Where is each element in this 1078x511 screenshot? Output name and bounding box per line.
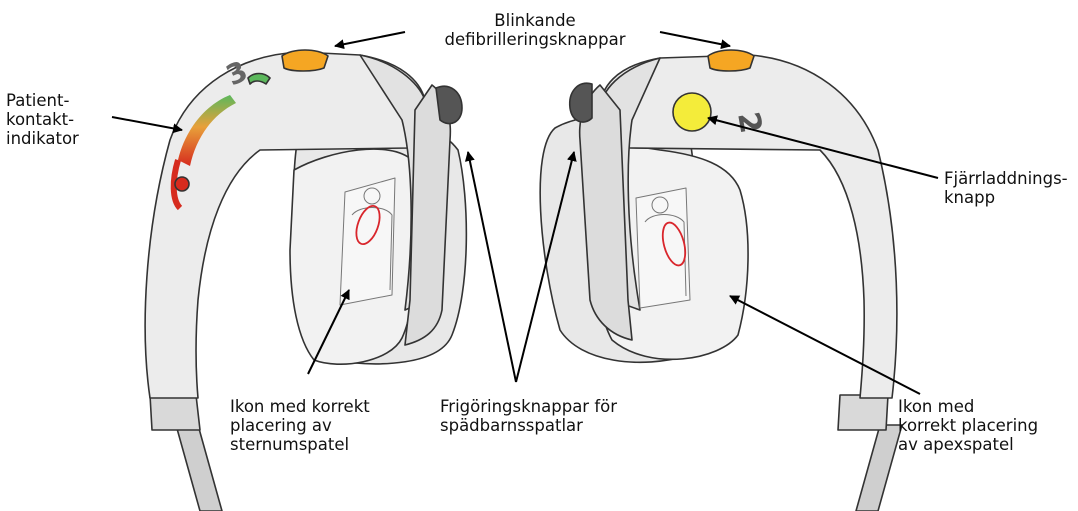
label-sternum-icon: Ikon med korrekt placering av sternumspa…	[230, 397, 410, 454]
label-pediatric-release: Frigöringsknappar för spädbarnsspatlar	[440, 397, 640, 435]
remote-charge-button	[673, 93, 711, 131]
label-apex-icon: Ikon med korrekt placering av apexspatel	[898, 397, 1074, 454]
left-release-button	[436, 86, 462, 123]
contact-status-dot	[175, 177, 189, 191]
label-patient-contact: Patient- kontakt- indikator	[6, 91, 116, 148]
arrow-release-left	[468, 152, 516, 382]
right-cable	[856, 425, 902, 511]
right-release-button	[570, 83, 592, 122]
arrow-patient-contact	[112, 117, 182, 130]
apex-placement-icon	[636, 188, 690, 308]
label-flash-buttons: Blinkande defibrilleringsknappar	[400, 11, 670, 49]
right-flash-button	[708, 50, 754, 71]
sternum-placement-icon	[340, 178, 395, 305]
label-remote-charge: Fjärrladdnings- knapp	[944, 169, 1074, 207]
right-strain-relief	[838, 395, 888, 430]
arrow-flash-right	[660, 32, 730, 46]
left-strain-relief	[150, 395, 200, 430]
arrow-flash-left	[335, 32, 405, 46]
left-cable	[176, 425, 222, 511]
left-flash-button	[282, 50, 328, 71]
right-paddle	[540, 50, 902, 511]
